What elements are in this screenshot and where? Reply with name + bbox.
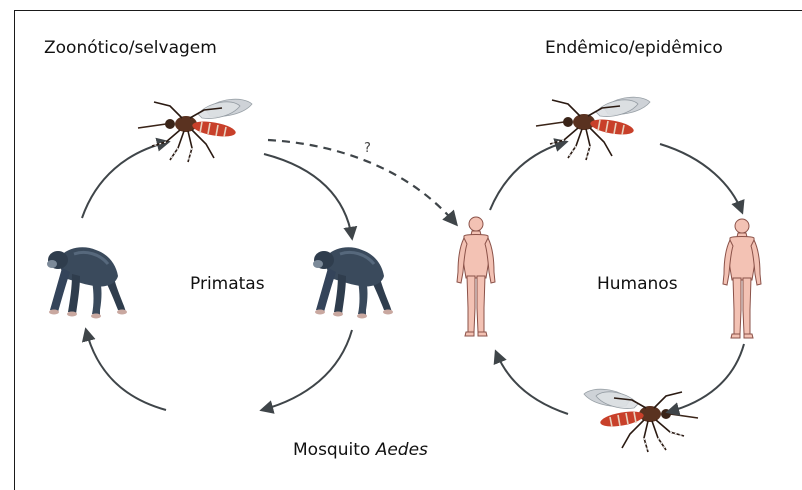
spillover-dashed-arrow: [268, 140, 456, 224]
top-right-mosquito-icon: [536, 97, 650, 160]
mosquito-label-prefix: Mosquito: [293, 440, 376, 460]
zoonotic-cycle-title: Zoonótico/selvagem: [44, 38, 217, 58]
arrow-left-primate-to-top-mosquito: [82, 142, 168, 218]
right-primate-icon: [313, 247, 393, 318]
left-human-icon: [457, 217, 495, 336]
bottom-left-mosquito-icon: [584, 389, 698, 452]
arrow-top-mosquito-to-right-human: [660, 144, 742, 212]
humans-label: Humanos: [597, 274, 678, 294]
spillover-question-mark: ?: [364, 141, 371, 156]
mosquito-genus-label: Aedes: [376, 440, 428, 460]
arrow-top-mosquito-to-right-primate: [264, 154, 352, 238]
endemic-cycle-title: Endêmico/epidêmico: [545, 38, 723, 58]
arrow-left-human-to-top-mosquito: [490, 142, 566, 210]
left-primate-icon: [47, 247, 127, 318]
arrow-right-human-to-bottom-mosquito: [668, 344, 744, 412]
mosquito-aedes-label: Mosquito Aedes: [293, 440, 428, 460]
arrow-bottom-mosquito-to-left-primate: [86, 330, 166, 410]
arrow-bottom-mosquito-to-left-human: [496, 352, 568, 414]
right-human-icon: [723, 219, 761, 338]
top-left-mosquito-icon: [138, 99, 252, 162]
primates-label: Primatas: [190, 274, 265, 294]
arrow-right-primate-to-bottom-mosquito: [262, 330, 352, 410]
